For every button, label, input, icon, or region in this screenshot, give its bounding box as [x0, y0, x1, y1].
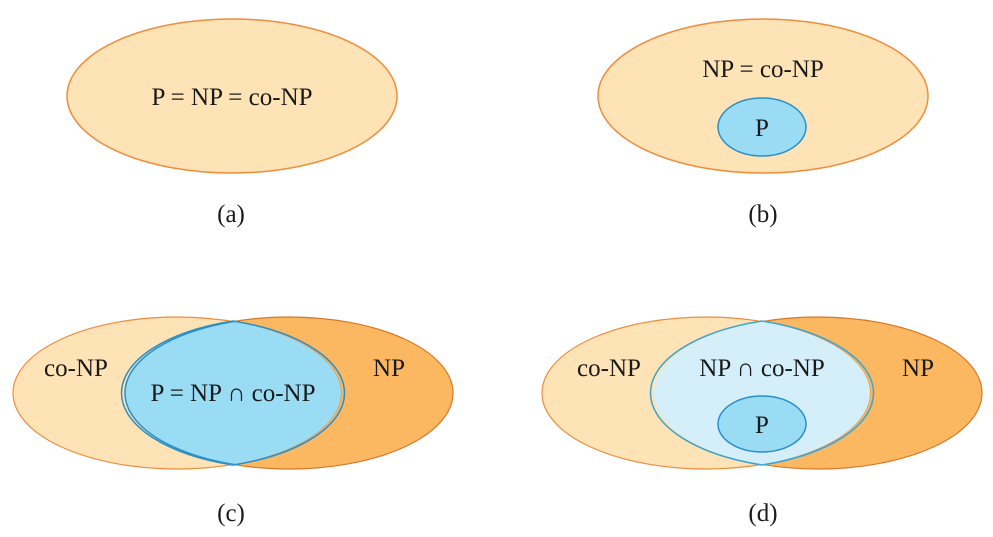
- intersection-border: [649, 320, 875, 466]
- panel-c: co-NP NP P = NP ∩ co-NP (c): [12, 316, 454, 527]
- p-ellipse: [717, 395, 807, 453]
- conp-label: co-NP: [577, 355, 641, 382]
- all-classes-ellipse: [66, 18, 398, 174]
- caption-b: (b): [748, 201, 777, 228]
- caption-a: (a): [217, 201, 245, 228]
- np-conp-ellipse: [597, 18, 929, 174]
- p-equals-intersection-label: P = NP ∩ co-NP: [150, 380, 315, 407]
- p-label: P: [755, 412, 769, 439]
- caption-c: (c): [217, 500, 245, 527]
- conp-label: co-NP: [44, 355, 108, 382]
- p-np-conp-label: P = NP = co-NP: [151, 84, 312, 111]
- np-label: NP: [902, 355, 934, 382]
- p-label: P: [755, 115, 769, 142]
- np-label: NP: [373, 355, 405, 382]
- panel-a: P = NP = co-NP (a): [66, 18, 398, 228]
- p-ellipse: [717, 97, 807, 157]
- intersection-region: [124, 317, 341, 469]
- caption-d: (d): [748, 500, 777, 527]
- intersection-label: NP ∩ co-NP: [699, 355, 824, 382]
- intersection-border: [120, 320, 346, 466]
- panel-b: NP = co-NP P (b): [597, 18, 929, 228]
- panel-d: co-NP NP NP ∩ co-NP P (d): [541, 316, 983, 527]
- np-equals-conp-label: NP = co-NP: [702, 56, 824, 83]
